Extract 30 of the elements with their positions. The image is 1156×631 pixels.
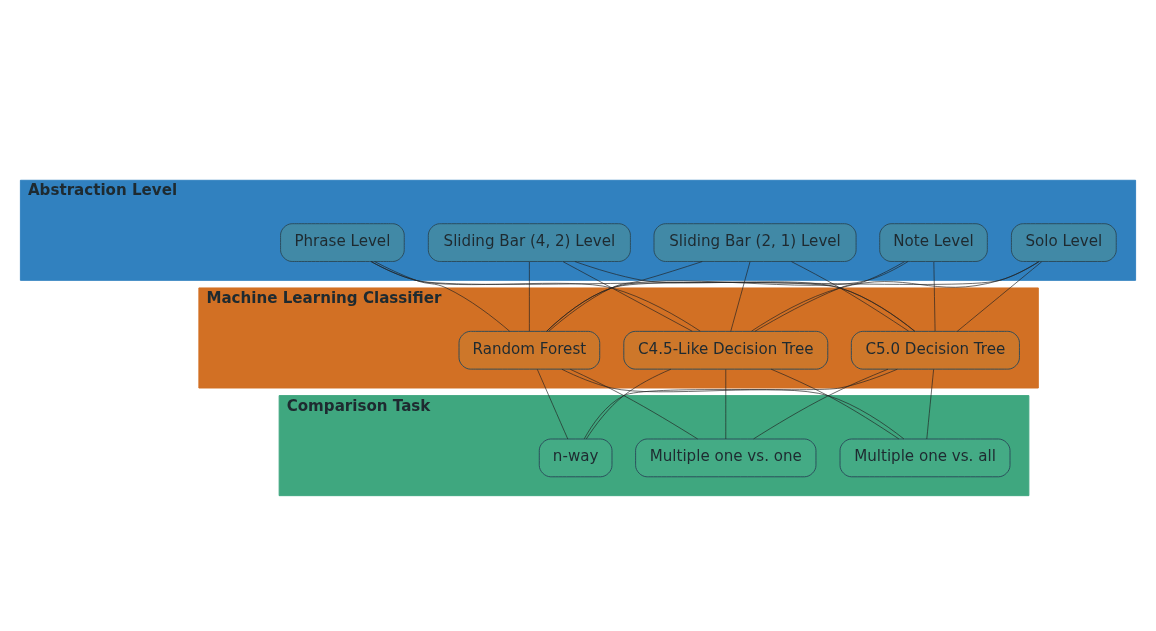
- connector: [933, 261, 936, 332]
- connector: [370, 261, 916, 332]
- node-box: C5.0 Decision Tree: [850, 330, 1020, 370]
- node-box: Random Forest: [458, 330, 601, 370]
- node-box: Note Level: [879, 223, 988, 262]
- connector: [546, 261, 1040, 332]
- node-box: Multiple one vs. one: [635, 438, 817, 478]
- node-box: Multiple one vs. all: [839, 438, 1011, 478]
- connector: [371, 261, 701, 332]
- connector: [569, 369, 698, 440]
- connector: [754, 261, 905, 332]
- connector: [586, 368, 672, 440]
- connector: [730, 261, 751, 332]
- connector: [725, 369, 727, 440]
- connector: [374, 261, 510, 332]
- connector: [562, 261, 693, 332]
- node-box: Phrase Level: [280, 223, 405, 262]
- connector: [529, 261, 530, 332]
- connector: [537, 369, 569, 440]
- connector: [956, 261, 1043, 332]
- node-box: Sliding Bar (4, 2) Level: [427, 223, 631, 262]
- connector: [791, 261, 910, 332]
- node-box: Sliding Bar (2, 1) Level: [653, 223, 857, 262]
- node-box: n-way: [538, 438, 613, 478]
- node-box: Solo Level: [1010, 223, 1117, 262]
- connector: [548, 261, 703, 332]
- connector: [926, 369, 934, 440]
- connector: [770, 368, 900, 440]
- connector: [753, 368, 889, 440]
- node-box: C4.5-Like Decision Tree: [623, 330, 829, 370]
